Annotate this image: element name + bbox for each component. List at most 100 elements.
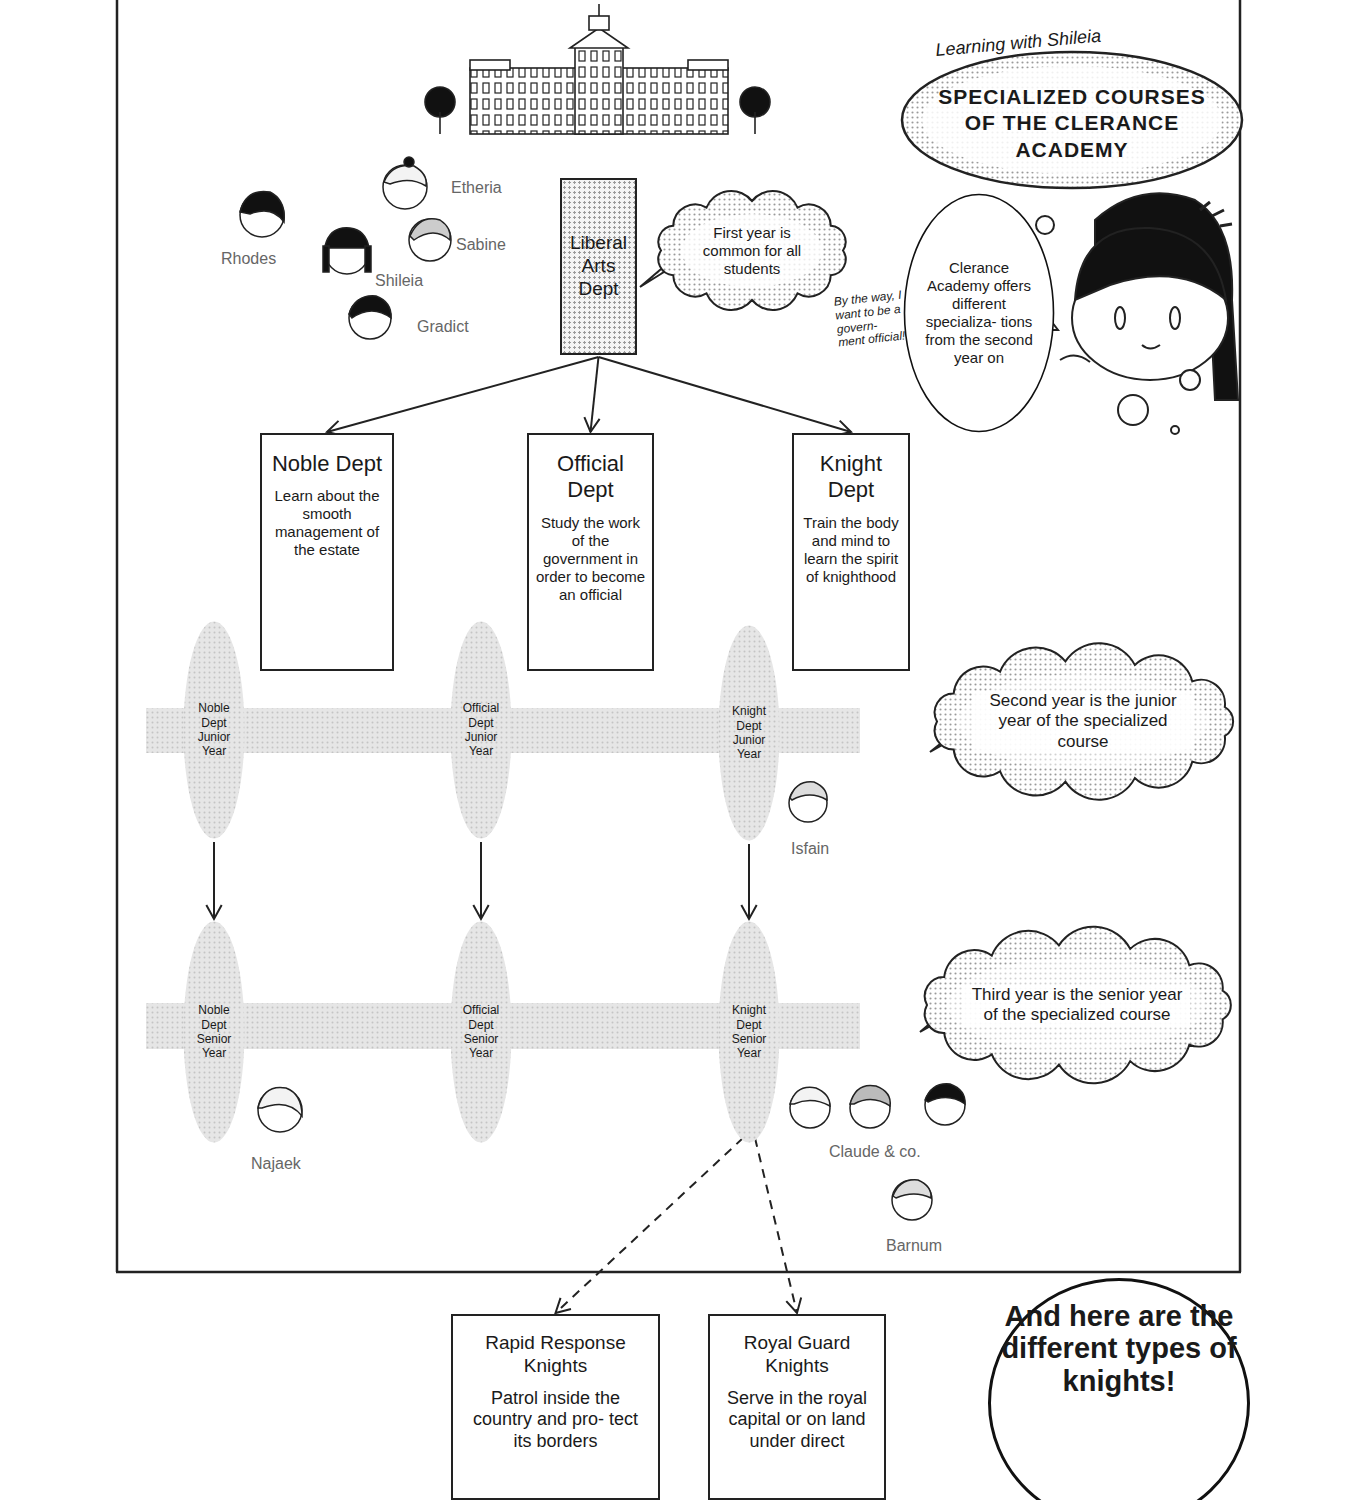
cloud-shape [658,191,845,310]
speech-tail [640,246,1058,1032]
art-rect [365,246,371,272]
department-box: Noble DeptLearn about the smooth managem… [260,433,394,671]
character-name: Rhodes [221,250,301,268]
node-content: Noble DeptLearn about the smooth managem… [262,435,392,575]
node-heading: Liberal Arts Dept [565,232,632,300]
art-line [1239,0,1242,1272]
art-line [439,112,441,134]
character-name: Etheria [451,179,531,197]
arrowhead [556,1298,571,1313]
art-circle [1180,370,1200,390]
node-heading: Rapid Response Knights [463,1332,648,1378]
knight-type-box: Royal Guard KnightsServe in the royal ca… [708,1314,886,1500]
art-ellipse [1170,307,1180,329]
art-circle [383,165,427,209]
arrowhead [584,417,599,432]
node-content: Official DeptStudy the work of the gover… [529,435,652,620]
art-path [1142,345,1160,349]
art-ellipse [902,52,1242,188]
art-ellipse [922,66,1222,174]
oval-shape [184,622,245,839]
art-circle [1036,216,1054,234]
art-path [850,1085,890,1106]
art-polygon [570,28,628,48]
node-heading: Knight Dept Junior Year [721,704,777,762]
oval-shape [184,922,245,1143]
art-circle [409,219,451,261]
art-rect [589,16,609,30]
dashed-arrow [556,1138,744,1313]
art-path [1075,228,1226,300]
arrow [473,842,488,919]
art-circle [790,1088,830,1128]
character-name: Shileia [375,272,455,290]
department-box: Official DeptStudy the work of the gover… [527,433,654,671]
art-path [1060,355,1090,362]
node-content: Official Dept Junior Year [449,691,513,769]
oval-shape [451,922,512,1143]
art-rect [323,246,329,272]
node-content: First year is common for all students [652,202,852,300]
art-line [754,112,756,134]
node-heading: First year is common for all students [684,224,820,278]
node-heading: Noble Dept Senior Year [186,1003,242,1061]
character-name: Sabine [456,236,536,254]
node-content: Knight Dept Senior Year [717,993,781,1071]
node-heading: Knight Dept [800,451,902,504]
art-path [384,166,426,186]
art-ellipse [1115,307,1125,329]
title-cloud [902,52,1242,188]
year-oval: Official Dept Junior Year [449,620,513,840]
year-oval: Noble Dept Senior Year [182,920,246,1144]
node-content: Third year is the senior year of the spe… [918,955,1236,1056]
node-body: Serve in the royal capital or on land un… [720,1388,874,1453]
year-oval: Knight Dept Junior Year [717,624,781,842]
node-content: Knight Dept Junior Year [717,694,781,772]
circle-shape [990,1280,1249,1500]
art-path [925,1084,965,1104]
art-rect [575,46,623,134]
node-content: Knight DeptTrain the body and mind to le… [794,435,908,602]
node-heading: Official Dept [535,451,646,504]
art-path [240,191,284,222]
speech-bubble: Clerance Academy offers different specia… [903,193,1055,433]
arrowhead [473,905,488,919]
node-heading: Royal Guard Knights [720,1332,874,1378]
node-content: Official Dept Senior Year [449,993,513,1071]
frame [116,0,1241,1272]
character-face [240,157,965,1220]
art-path [325,228,369,248]
character-name: Barnum [886,1237,976,1255]
speech-cloud: Third year is the senior year of the spe… [918,936,1236,1074]
dashed-arrow [755,1138,801,1313]
art-path [410,219,450,240]
node-body: Patrol inside the country and pro- tect … [463,1388,648,1453]
art-line [598,4,600,16]
node-content: Noble Dept Senior Year [182,993,246,1071]
arrow [599,357,852,435]
ellipse-shape [905,195,1054,432]
speech-bubble: And here are the different types of knig… [988,1278,1250,1500]
character-name: Isfain [791,840,871,858]
node-heading: Official Dept Senior Year [453,1003,509,1061]
node-heading: Clerance Academy offers different specia… [919,259,1039,367]
node-heading: Noble Dept Junior Year [186,701,242,759]
oval-shape [719,922,780,1143]
academy-building [425,4,770,134]
art-circle [1171,426,1179,434]
art-circle [258,1088,302,1132]
year-oval: Noble Dept Junior Year [182,620,246,840]
art-circle [1118,395,1148,425]
node-heading: Third year is the senior year of the spe… [964,985,1190,1026]
diagram-title: SPECIALIZED COURSES OF THE CLERANCE ACAD… [922,84,1222,163]
speech-cloud: First year is common for all students [652,192,852,309]
node-content: Second year is the junior year of the sp… [928,663,1238,780]
cloud-shape [935,643,1233,800]
character-name: Claude & co. [829,1143,959,1161]
node-heading: Official Dept Junior Year [453,701,509,759]
oval-shape [451,622,512,839]
art-path [349,296,391,318]
arrow [206,842,221,919]
arrow [327,357,599,436]
